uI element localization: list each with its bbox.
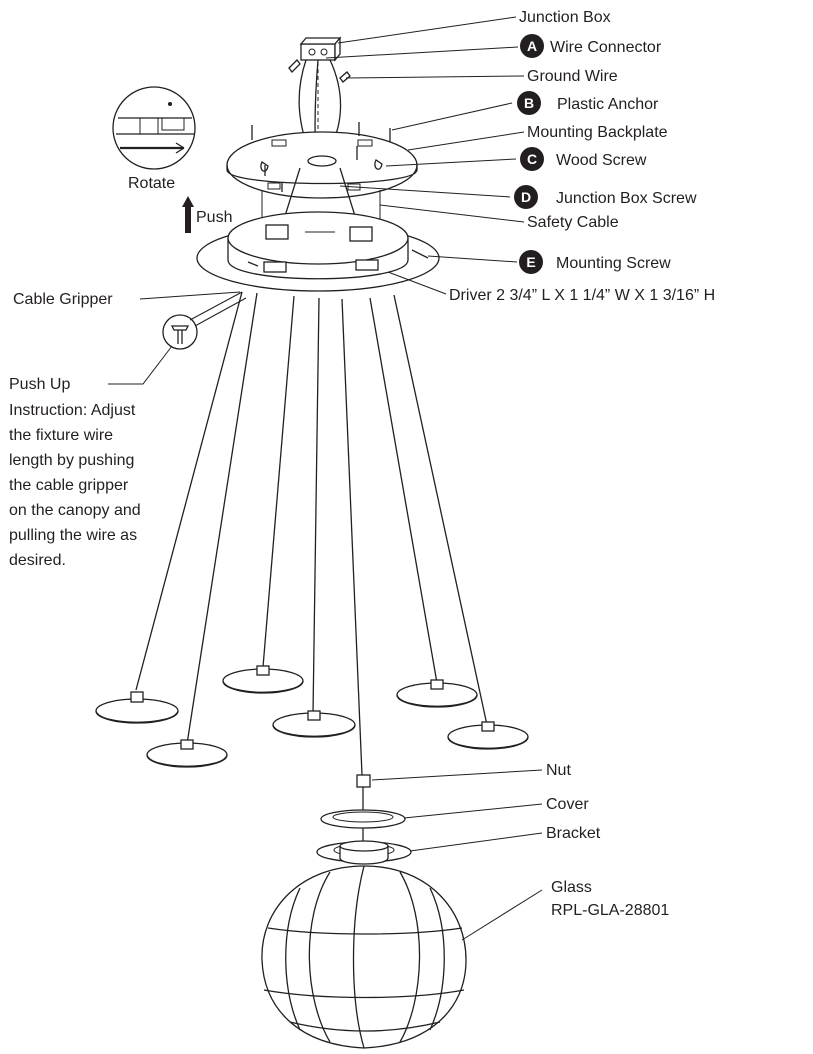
leader-lines	[108, 16, 543, 941]
junction-box-label: Junction Box	[519, 9, 611, 26]
canopy	[196, 211, 440, 292]
svg-text:D: D	[521, 189, 531, 205]
rotate-label: Rotate	[128, 175, 175, 192]
instruction-line: pulling the wire as	[9, 527, 137, 544]
pendant-shade	[272, 710, 356, 738]
junction-box	[299, 36, 342, 62]
bracket	[316, 840, 412, 865]
svg-text:C: C	[527, 151, 537, 167]
mounting-backplate-label: Mounting Backplate	[527, 124, 668, 141]
mounting-screw	[247, 249, 429, 267]
nut-label: Nut	[546, 762, 571, 779]
glass-label: Glass	[551, 879, 592, 896]
push-label: Push	[196, 209, 232, 226]
instruction-line: the cable gripper	[9, 477, 129, 494]
cable-gripper-label: Cable Gripper	[13, 291, 113, 308]
instruction-line: Instruction: Adjust	[9, 402, 136, 419]
cable-gripper-inset	[162, 314, 198, 350]
glass-globe	[261, 865, 467, 1049]
cover-label: Cover	[546, 796, 589, 813]
wood-screw-label: Wood Screw	[556, 152, 647, 169]
svg-text:A: A	[527, 38, 537, 54]
bracket-label: Bracket	[546, 825, 601, 842]
pendant-shade	[396, 679, 478, 708]
instruction-line: desired.	[9, 552, 66, 569]
pendant-wires	[135, 291, 488, 776]
badge-e: E	[519, 250, 543, 274]
glass-part-number: RPL-GLA-28801	[551, 902, 669, 919]
wood-screws	[264, 165, 283, 192]
pendant-shade	[146, 739, 228, 768]
badge-b: B	[517, 91, 541, 115]
push-up-label: Push Up	[9, 376, 70, 393]
plastic-anchor-label: Plastic Anchor	[557, 96, 659, 113]
ground-wire-label: Ground Wire	[527, 68, 618, 85]
cover	[320, 809, 406, 829]
push-arrow-icon	[182, 196, 194, 233]
plastic-anchors	[251, 122, 391, 160]
rotate-inset	[112, 86, 196, 170]
nut	[356, 774, 371, 788]
wire-connector-label: Wire Connector	[550, 39, 662, 56]
safety-cable-label: Safety Cable	[527, 214, 619, 231]
pendant-shade	[222, 665, 304, 694]
badge-a: A	[520, 34, 544, 58]
svg-text:E: E	[526, 254, 535, 270]
pendant-shade	[447, 721, 529, 750]
mounting-backplate	[226, 131, 418, 199]
instruction-line: on the canopy and	[9, 502, 141, 519]
svg-text:B: B	[524, 95, 534, 111]
pendant-shade	[95, 691, 179, 724]
junction-box-screw-label: Junction Box Screw	[556, 190, 697, 207]
driver-label: Driver 2 3/4” L X 1 1/4” W X 1 3/16” H	[449, 287, 715, 304]
badge-c: C	[520, 147, 544, 171]
instruction-line: length by pushing	[9, 452, 134, 469]
instruction-line: the fixture wire	[9, 427, 113, 444]
badge-d: D	[514, 185, 538, 209]
wire-connector	[288, 59, 351, 83]
mounting-screw-label: Mounting Screw	[556, 255, 671, 272]
